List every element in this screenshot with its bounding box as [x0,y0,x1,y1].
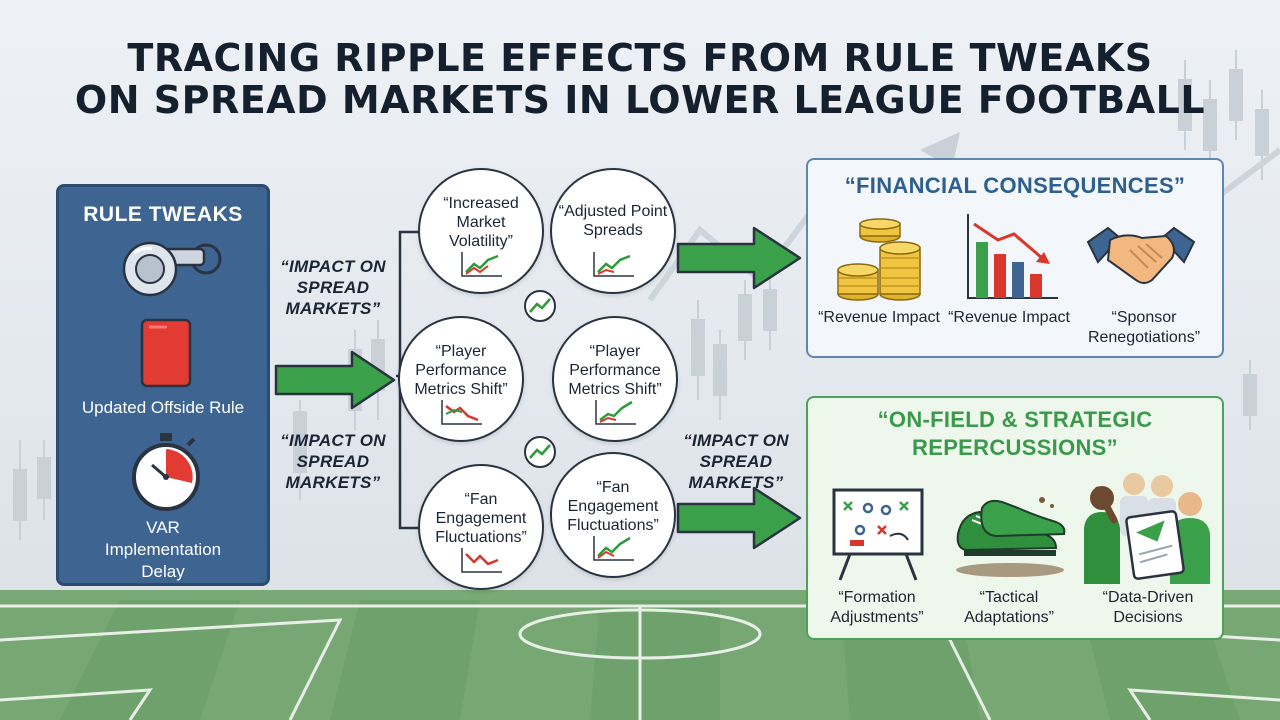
financial-item-label-1: “Revenue Impact [818,309,940,326]
players-with-tablet-icon [1084,473,1210,584]
strategic-item-label-2: “Tactical Adaptations” [964,589,1054,626]
impact-label-lower-left: “IMPACT ON SPREAD MARKETS” [280,431,386,492]
red-card-icon [140,318,192,388]
node-market-volatility: “Increased Market Volatility” [418,168,544,294]
tactics-board-icon [832,488,924,581]
node-fan-engagement-left: “Fan Engagement Fluctuations” [418,464,544,590]
coin-stacks-icon [837,218,921,301]
rule-item-label-offside: Updated Offside Rule [81,398,245,417]
connector-trend-lower [524,436,556,468]
trend-down-chart-icon [441,400,482,425]
impact-label-upper-left: “IMPACT ON SPREAD MARKETS” [280,257,386,318]
node-fan-engagement-right: “Fan Engagement Fluctuations” [550,452,676,578]
football-boots-icon [956,497,1066,577]
stopwatch-icon [132,433,200,511]
trend-up-chart-icon [595,400,636,425]
financial-item-label-2: “Revenue Impact [948,309,1070,326]
arrow-to-strategic [676,486,802,550]
declining-bar-chart-icon [967,214,1058,299]
rule-item-label-var: VAR Implementation Delay [104,518,222,581]
trend-up-icon [529,444,551,459]
strategic-item-label-1: “Formation Adjustments” [830,589,924,626]
node-point-spreads: “Adjusted Point Spreads [550,168,676,294]
whistle-icon [122,241,222,297]
trend-down-chart-icon [461,548,502,573]
arrow-to-financial [676,226,802,290]
trend-up-chart-icon [593,536,634,561]
trend-up-chart-icon [461,252,502,277]
strategic-heading-line-2: REPERCUSSIONS” [912,435,1118,460]
trend-up-icon [529,298,551,313]
node-player-metrics-right: “Player Performance Metrics Shift” [552,316,678,442]
node-player-metrics-left: “Player Performance Metrics Shift” [398,316,524,442]
impact-label-right: “IMPACT ON SPREAD MARKETS” [683,431,789,492]
connector-trend-upper [524,290,556,322]
strategic-repercussions-panel: “ON-FIELD & STRATEGIC REPERCUSSIONS” “Fo… [806,396,1224,640]
arrow-into-network [274,350,396,410]
strategic-item-label-3: “Data-Driven Decisions [1102,589,1194,626]
rule-tweaks-heading: RULE TWEAKS [83,203,243,226]
rule-tweaks-panel: RULE TWEAKS Updated Offside Rule VAR Imp… [56,184,270,586]
financial-consequences-panel: “FINANCIAL CONSEQUENCES” “Revenue Impact… [806,158,1224,358]
page-title-line-1: TRACING RIPPLE EFFECTS FROM RULE TWEAKS [127,36,1153,80]
handshake-icon [1086,226,1196,284]
financial-heading: “FINANCIAL CONSEQUENCES” [844,173,1186,198]
strategic-heading-line-1: “ON-FIELD & STRATEGIC [877,407,1153,432]
page-title-line-2: ON SPREAD MARKETS IN LOWER LEAGUE FOOTBA… [74,78,1206,122]
trend-up-chart-icon [593,252,634,277]
financial-item-label-3: “Sponsor Renegotiations” [1087,309,1201,346]
